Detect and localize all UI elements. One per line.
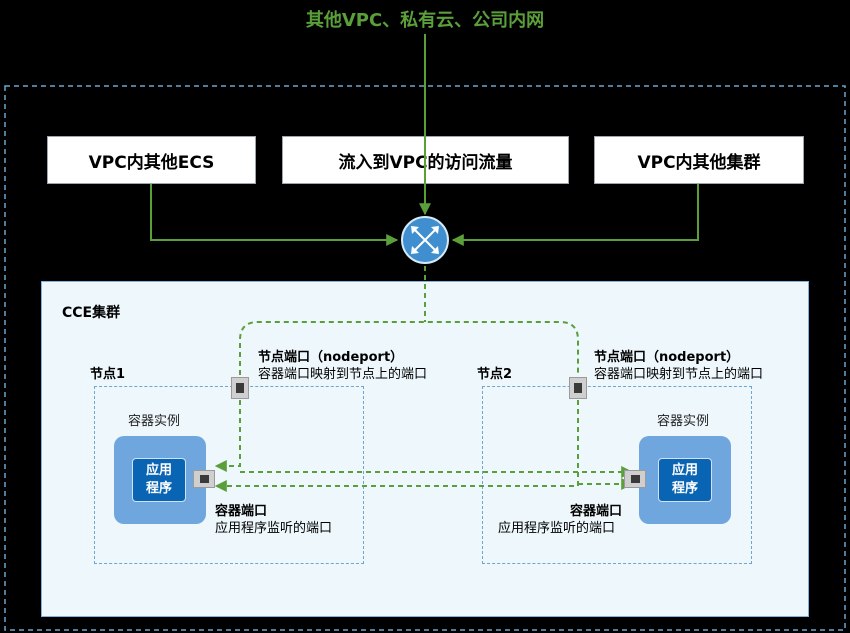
node1-nodeport-to-container-line	[214, 400, 241, 472]
cce-cluster-title: CCE集群	[62, 305, 121, 321]
node-1-application: 应用程序	[132, 458, 186, 502]
node-1-nodeport-icon	[231, 377, 249, 399]
node-2-container-port-desc: 应用程序监听的端口	[498, 521, 616, 536]
node-1-label: 节点1	[90, 367, 126, 382]
node-1-app-label-line1: 应用	[145, 463, 172, 478]
node-2-instance-label: 容器实例	[657, 414, 710, 429]
node2-nodeport-to-container-line	[214, 400, 579, 492]
node-2-container-port-icon	[624, 470, 646, 488]
node-1-app-label-line2: 程序	[145, 481, 172, 496]
node-1-nodeport-title: 节点端口（nodeport）	[258, 350, 404, 365]
node-2-application: 应用程序	[658, 458, 712, 502]
node-1-nodeport-desc: 容器端口映射到节点上的端口	[258, 367, 428, 382]
node-2-box	[482, 386, 752, 564]
vpc-other-cluster-box: VPC内其他集群	[594, 136, 804, 184]
node-1-container-port-desc: 应用程序监听的端口	[215, 521, 333, 536]
cluster-flow-line	[451, 184, 699, 246]
node-2-nodeport-icon	[569, 377, 587, 399]
ecs-flow-line	[150, 184, 399, 246]
node-2-app-label-line1: 应用	[671, 463, 698, 478]
node-1-container-port-title: 容器端口	[215, 504, 268, 519]
node-2-nodeport-desc: 容器端口映射到节点上的端口	[594, 367, 764, 382]
vpc-other-ecs-box: VPC内其他ECS	[47, 136, 256, 184]
router-icon	[401, 216, 449, 264]
node-2-app-label-line2: 程序	[671, 481, 698, 496]
nodeport-split-line	[239, 321, 579, 375]
node-1-instance-label: 容器实例	[128, 414, 181, 429]
node-2-nodeport-title: 节点端口（nodeport）	[594, 350, 740, 365]
node-2-container-port-title: 容器端口	[570, 504, 623, 519]
node-2-label: 节点2	[477, 367, 513, 382]
node-1-box	[94, 386, 364, 564]
node-1-container-port-icon	[193, 470, 215, 488]
external-networks-title: 其他VPC、私有云、公司内网	[305, 10, 545, 31]
